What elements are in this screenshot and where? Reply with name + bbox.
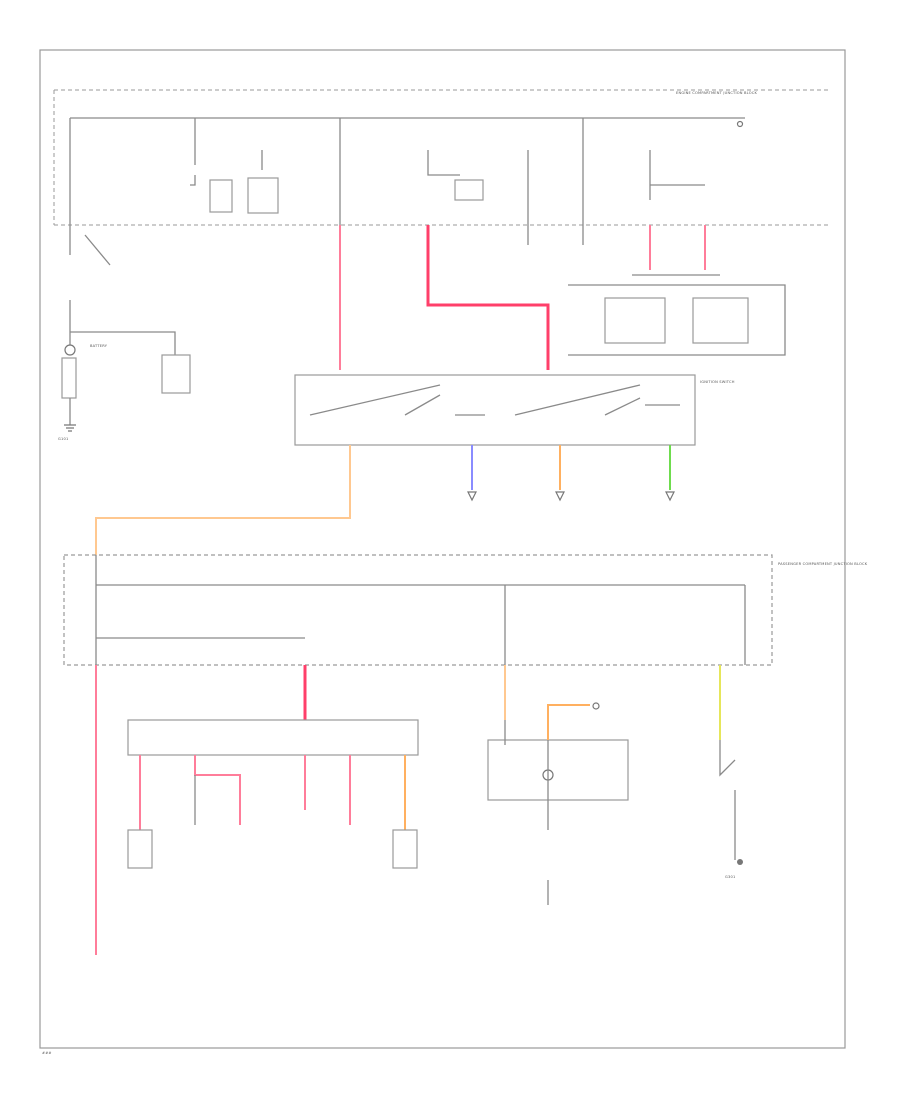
switch-contact-2 [404,394,441,416]
fuse-1-box [209,179,233,213]
ground-icon [64,424,76,432]
connector-icon-1 [467,491,477,502]
relay-1-box [247,177,279,214]
ground-drops [527,225,584,245]
generator-box [161,354,191,394]
module-outputs [139,755,406,830]
engine-junction-block-outline [53,89,830,226]
relay-b-box [692,297,749,344]
battery-section: BATTERY G101 [58,225,191,441]
footer-id: ### [42,1051,52,1055]
switch-contact-1 [309,384,441,416]
center-relay-connector-icon [592,702,600,710]
fuse-7 [649,150,705,200]
ground-left-label: G101 [58,437,68,441]
ignition-switch-label: IGNITION SWITCH [700,380,735,384]
fusible-link-icon [736,120,744,128]
relay-block-outline [568,284,786,356]
junction-block-header-label: ENGINE COMPARTMENT JUNCTION BLOCK [676,91,757,95]
ign-feed-bold-pink-wire [426,225,550,370]
battery-label: BATTERY [90,344,108,348]
right-switch-wires [719,740,736,860]
right-ground-icon [737,859,743,865]
module-out-2 [194,755,241,825]
passenger-junction-block [63,554,773,666]
switch-contact-3 [514,384,641,416]
battery-to-generator-wire [70,331,176,355]
ignition-switch-box [294,374,696,446]
run-output-orange-wire [95,445,351,555]
ground-right-label: G301 [725,875,735,879]
connector-icon-2 [555,491,565,502]
engine-fuses [190,118,705,225]
ignition-switch-contacts [309,384,680,416]
connector-icon-3 [665,491,675,502]
center-relay-box [487,739,629,801]
relay-2-box [454,179,484,201]
fuse-4 [427,150,460,176]
relay-a-box [604,297,666,344]
center-relay-orange-feed [547,704,590,740]
battery-cell-box [61,357,77,399]
center-relay-wires [504,720,549,830]
starter-wire [69,225,111,266]
battery-icon [64,344,76,356]
load-box-2 [392,829,418,869]
load-box-1 [127,829,153,869]
fuse-1 [190,118,196,186]
control-module-box [127,719,419,756]
passenger-junction-block-label: PASSENGER COMPARTMENT JUNCTION BLOCK [778,562,868,566]
right-relay-block [527,225,786,356]
diagram-frame [39,49,846,1049]
switch-contact-4 [604,397,641,416]
switch-output-stubs [455,404,680,416]
